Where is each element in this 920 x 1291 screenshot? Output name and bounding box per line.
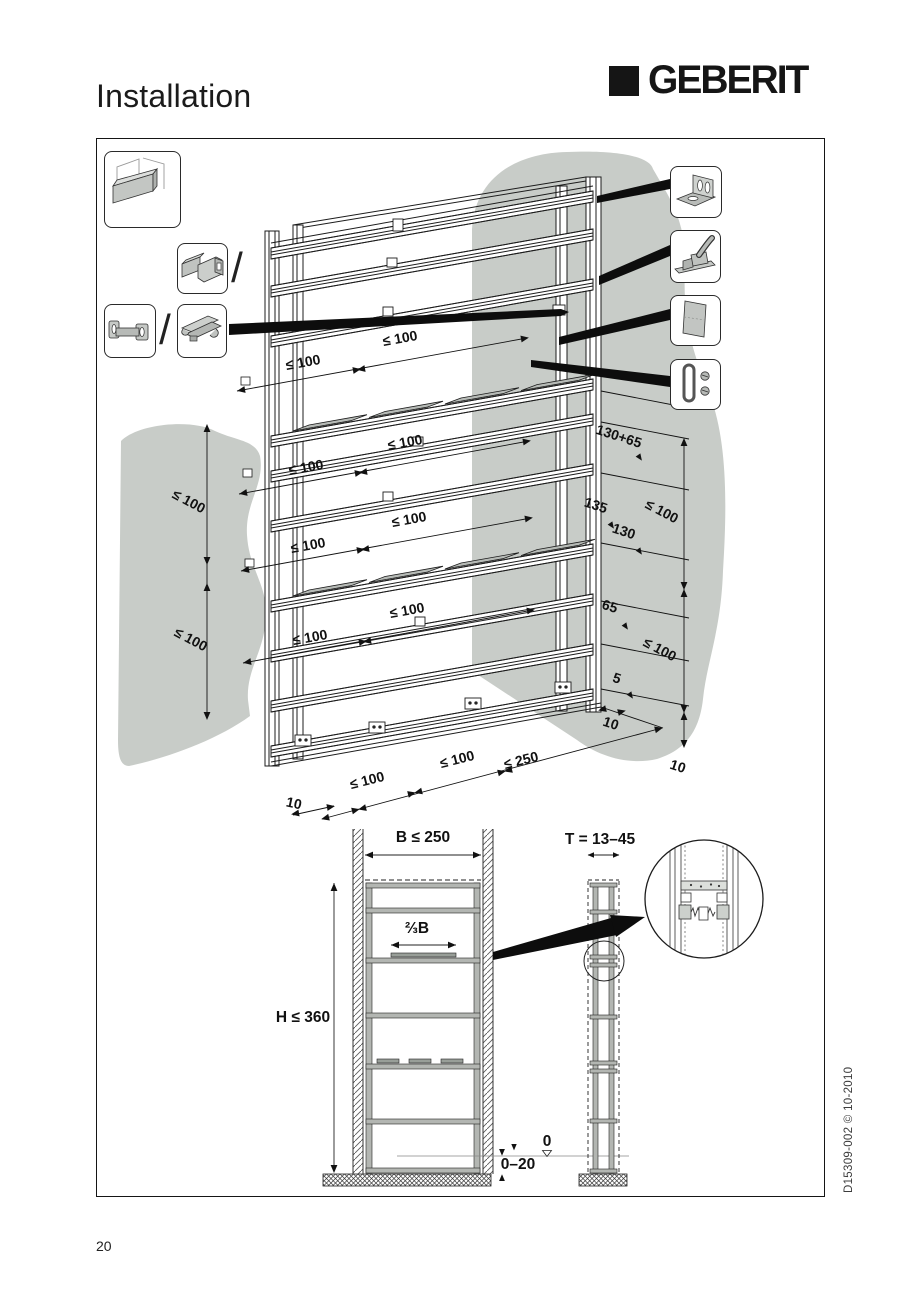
alternative-slash-1: /	[231, 244, 243, 291]
callout-rail-connector	[177, 243, 228, 294]
cover-plate-icon	[682, 300, 707, 338]
callout-cover-plate	[670, 295, 721, 346]
protection-plates-row1	[292, 373, 596, 432]
detail-callout	[493, 839, 764, 960]
installation-figure: ≤ 100 ≤ 100 ≤ 100 ≤ 100 ≤ 100 ≤ 100 ≤ 10…	[96, 138, 825, 1197]
dim-shelf-width: ⅔B	[404, 920, 430, 937]
page-title: Installation	[96, 78, 252, 115]
technical-drawing	[118, 151, 764, 1187]
dim-bottom-left-10: 10	[284, 793, 304, 813]
dim-front-height: H ≤ 360	[275, 1009, 331, 1026]
callout-slot-gasket	[670, 359, 721, 410]
alternative-slash-2: /	[159, 306, 171, 353]
dim-zero-level: 0	[542, 1133, 552, 1150]
slot-gasket-icon	[682, 363, 710, 403]
dim-side-depth: T = 13–45	[564, 831, 636, 848]
dim-floor-range: 0–20	[500, 1156, 536, 1173]
dim-front-width: B ≤ 250	[395, 829, 451, 846]
document-reference: D15309-002 © 10-2010	[843, 1066, 855, 1193]
front-view	[322, 829, 629, 1187]
logo-square-icon	[609, 66, 639, 96]
protection-block-icon	[112, 157, 165, 204]
rail-coupler-icon	[180, 315, 222, 342]
protection-plates-row2	[292, 538, 596, 597]
angle-bracket-icon	[675, 174, 717, 207]
tensioning-tool-icon	[674, 235, 716, 274]
wall-shadow-left	[118, 424, 267, 766]
floor-brackets	[294, 681, 572, 747]
geberit-logo: GEBERIT	[609, 58, 809, 103]
callout-wall-bracket	[104, 304, 156, 358]
logo-text: GEBERIT	[648, 58, 809, 103]
callout-angle-bracket	[670, 166, 722, 218]
rail-connector-icon	[181, 252, 224, 283]
callout-protection-block	[104, 151, 181, 228]
page-number: 20	[96, 1238, 112, 1254]
side-view	[578, 854, 628, 1187]
iso-dimensions	[206, 337, 690, 820]
callout-tensioning-tool	[670, 230, 721, 283]
iso-frame	[240, 176, 602, 767]
callout-rail-coupler	[177, 304, 227, 358]
wall-bracket-icon	[108, 320, 149, 341]
leader-arrows	[229, 179, 670, 387]
